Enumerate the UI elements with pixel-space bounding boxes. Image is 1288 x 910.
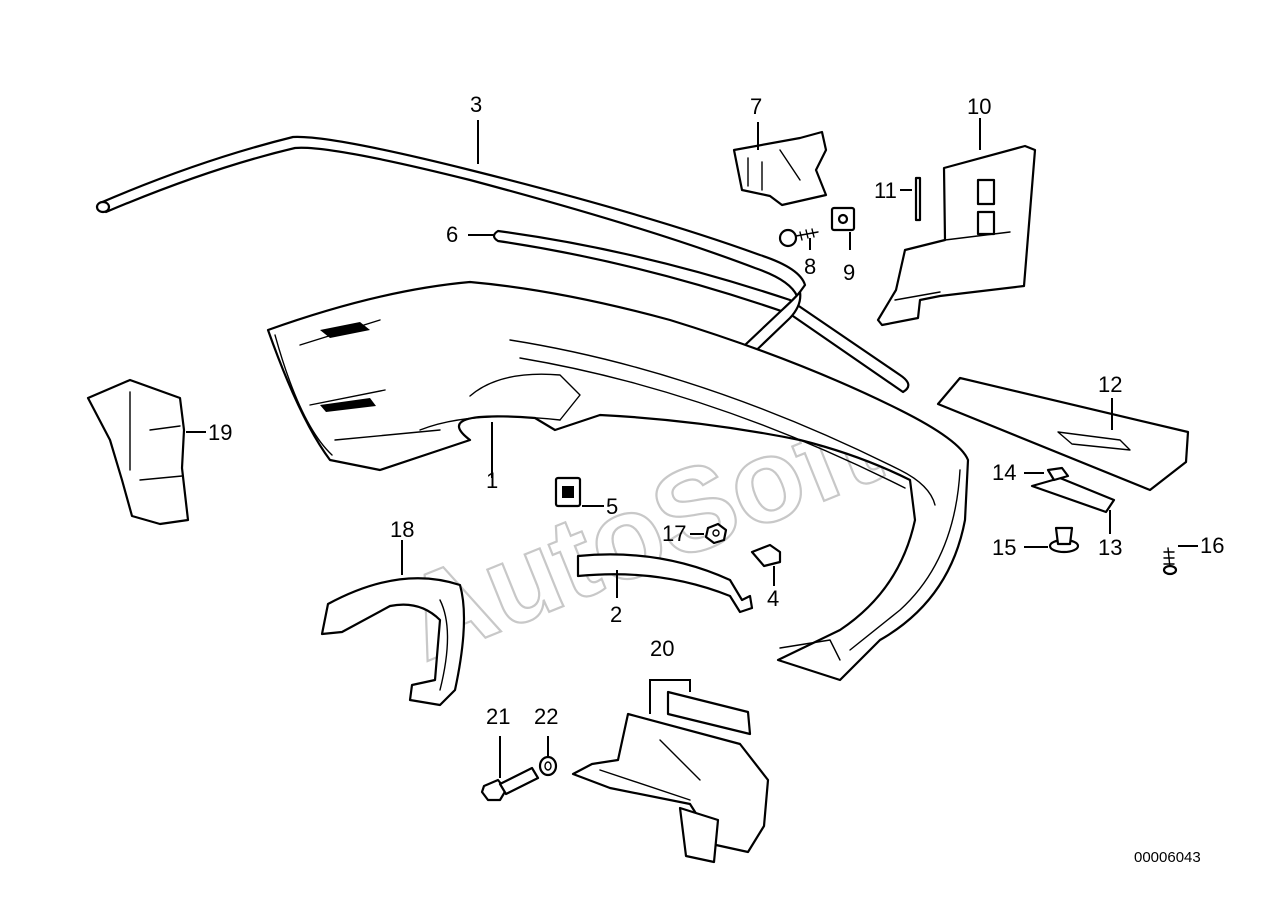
- label-6: 6: [446, 222, 458, 247]
- label-12: 12: [1098, 372, 1122, 397]
- part-20-mounting-bracket[interactable]: [571, 679, 770, 864]
- part-1-bumper-cover[interactable]: [266, 280, 970, 682]
- label-19: 19: [208, 420, 232, 445]
- part-11-pin[interactable]: [900, 176, 922, 222]
- part-4-clip[interactable]: [750, 543, 782, 586]
- label-13: 13: [1098, 535, 1122, 560]
- label-14: 14: [992, 460, 1016, 485]
- label-20: 20: [650, 636, 674, 661]
- leader-20: [649, 679, 691, 714]
- part-10-side-bracket[interactable]: [876, 118, 1037, 327]
- part-16-screw[interactable]: [1162, 545, 1198, 576]
- part-22-washer[interactable]: [538, 736, 558, 777]
- part-18-arch-bracket[interactable]: [320, 540, 466, 707]
- label-10: 10: [967, 94, 991, 119]
- part-19-side-support[interactable]: [86, 378, 206, 526]
- label-15: 15: [992, 535, 1016, 560]
- document-number: 00006043: [1134, 849, 1201, 866]
- label-8: 8: [804, 254, 816, 279]
- label-5: 5: [606, 494, 618, 519]
- label-9: 9: [843, 260, 855, 285]
- label-1: 1: [486, 468, 498, 493]
- label-18: 18: [390, 517, 414, 542]
- label-7: 7: [750, 94, 762, 119]
- part-2-arc-bracket[interactable]: [576, 553, 754, 614]
- part-21-bolt[interactable]: [480, 736, 540, 802]
- label-17: 17: [662, 521, 686, 546]
- part-8-screw[interactable]: [778, 228, 819, 250]
- part-17-nut[interactable]: [690, 522, 728, 545]
- part-15-push-rivet[interactable]: [1024, 526, 1080, 554]
- label-2: 2: [610, 602, 622, 627]
- part-14-clip[interactable]: [1024, 466, 1070, 482]
- label-22: 22: [534, 704, 558, 729]
- part-7-bracket[interactable]: [732, 122, 828, 207]
- part-9-nut-clip[interactable]: [830, 206, 856, 250]
- part-5-square-clip[interactable]: [554, 476, 604, 508]
- label-21: 21: [486, 704, 510, 729]
- label-3: 3: [470, 92, 482, 117]
- label-16: 16: [1200, 533, 1224, 558]
- part-12-reflector-plate[interactable]: [936, 376, 1190, 492]
- label-11: 11: [874, 178, 897, 203]
- part-13-small-plate[interactable]: [1030, 476, 1116, 534]
- label-4: 4: [767, 586, 779, 611]
